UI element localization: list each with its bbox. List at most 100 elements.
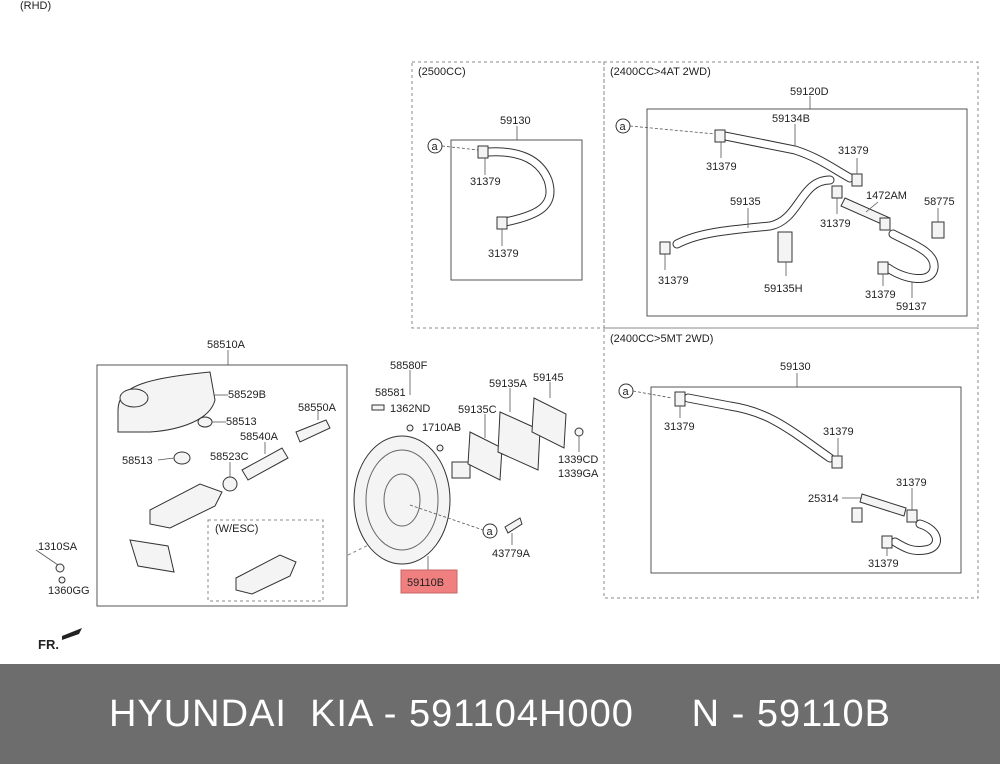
clamp-31379-c4 [881,535,893,549]
bolt-1310sa [55,563,65,573]
section-4at-title: (2400CC>4AT 2WD) [610,66,711,78]
callout-a-booster-letter: a [487,526,494,538]
label-31379-b1: 31379 [706,161,737,173]
brake-booster-group: 58580F 58581 1362ND 1710AB 59135C 59135A… [353,360,599,594]
section-2400cc-5mt: (2400CC>5MT 2WD) 59130 a 31379 31379 253… [603,327,979,599]
master-cylinder-body [149,483,223,529]
section-4at-inner-box [646,108,968,317]
label-31379-c2: 31379 [823,426,854,438]
section-2400cc-4at: (2400CC>4AT 2WD) 59120D a 59134B 31379 3… [603,61,979,329]
callout-a-2500cc-letter: a [432,141,439,153]
label-59135: 59135 [730,196,761,208]
label-58775: 58775 [924,196,955,208]
label-58513-a: 58513 [226,416,257,428]
label-1310sa: 1310SA [38,541,78,553]
section-5mt-title: (2400CC>5MT 2WD) [610,333,713,345]
label-58523c: 58523C [210,451,249,463]
valve-58775 [931,221,945,239]
clamp-31379-b2 [851,173,863,187]
clip-1710ab [436,444,444,452]
label-31379-b4: 31379 [658,275,689,287]
label-25314: 25314 [808,493,839,505]
clamp-31379-b4 [659,241,671,255]
rhd-note: (RHD) [20,0,51,12]
label-58550a: 58550A [298,402,337,414]
label-58580f: 58580F [390,360,428,372]
grommet-58513-a [197,416,213,428]
label-1472am: 1472AM [866,190,907,202]
label-59135c: 59135C [458,404,497,416]
callout-a-booster[interactable] [482,523,498,539]
rod-58550a [295,419,331,443]
front-marker: FR. [38,628,82,652]
clamp-upper-59137 [879,217,891,231]
highlight-59110b[interactable] [400,569,458,594]
master-cylinder-group: 58510A 58529B 58513 58513 58550A 58540A … [35,339,421,607]
master-cylinder-box [96,364,348,607]
sensor-harness [129,539,175,573]
bolt-1360gg [58,576,66,584]
section-5mt-frame [603,327,979,599]
callout-a-4at-letter: a [620,121,627,133]
hose-59130-c [683,393,835,463]
label-59145: 59145 [533,372,564,384]
esc-master-cylinder [235,554,297,595]
seal-58523c [222,476,238,492]
spacer-59135a [497,411,541,471]
clamp-31379-a2 [496,216,508,230]
gasket-59135c [467,431,503,481]
bracket-25314 [851,507,863,523]
label-59134b: 59134B [772,113,810,125]
gasket-59145 [531,397,567,449]
clamp-31379-c3 [906,509,918,523]
label-58540a: 58540A [240,431,279,443]
label-1360gg: 1360GG [48,585,90,597]
label-58510a: 58510A [207,339,246,351]
reservoir-cap [119,388,149,408]
label-31379-b3: 31379 [820,218,851,230]
label-1362nd: 1362ND [390,403,430,415]
leader-callout-a-2500cc [441,145,479,151]
booster-pushrod [451,461,471,479]
label-59130-c: 59130 [780,361,811,373]
footer-text: HYUNDAI KIA - 591104H000 N - 59110B [108,692,892,735]
label-1710ab: 1710AB [422,422,461,434]
label-58581: 58581 [375,387,406,399]
label-43779a: 43779A [492,548,531,560]
clamp-31379-b1 [714,129,726,143]
spring-58540a [241,447,289,481]
section-2500cc: (2500CC) 59130 a 31379 31379 [411,61,605,329]
wesc-title: (W/ESC) [215,523,258,535]
label-58513-b: 58513 [122,455,153,467]
label-31379-b5: 31379 [865,289,896,301]
brake-booster-59110b[interactable] [353,435,451,565]
nut-1339cd [574,427,584,437]
wesc-frame [207,519,324,602]
clamp-31379-c2 [831,455,843,469]
label-31379-b2: 31379 [838,145,869,157]
pin-58581 [371,404,385,411]
label-31379-c4: 31379 [868,558,899,570]
front-marker-label: FR. [38,637,59,652]
washer-1362nd [406,424,414,432]
clamp-31379-b5 [877,261,889,275]
label-31379-c1: 31379 [664,421,695,433]
bracket-59135h [777,231,793,263]
section-2500cc-inner-box [450,139,583,281]
label-31379-c3: 31379 [896,477,927,489]
label-59135h: 59135H [764,283,803,295]
clamp-31379-c1 [674,391,686,407]
clip-43779a [504,517,523,534]
clamp-31379-b3 [831,185,843,199]
label-59137: 59137 [896,301,927,313]
section-2500cc-title: (2500CC) [418,66,466,78]
label-59135a: 59135A [489,378,528,390]
label-1339cd: 1339CD [558,454,598,466]
part-number-footer: HYUNDAI KIA - 591104H000 N - 59110B [0,664,1000,764]
label-31379-a2: 31379 [488,248,519,260]
label-1339ga: 1339GA [558,468,599,480]
label-59110b: 59110B [407,577,444,589]
section-4at-frame [603,61,979,329]
label-31379-a1: 31379 [470,176,501,188]
